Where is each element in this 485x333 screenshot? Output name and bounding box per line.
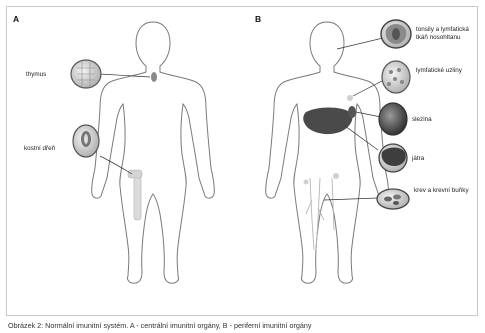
label-tonsily-line1: tonsily a lymfatická	[416, 26, 469, 33]
human-figure-a	[92, 22, 215, 283]
label-thymus: thymus	[26, 71, 46, 78]
spleen-organ	[348, 106, 356, 118]
figure-caption: Obrázek 2: Normální imunitní systém. A -…	[8, 321, 478, 330]
label-krev: krev a krevní buňky	[414, 187, 469, 194]
bone-marrow-magnifier	[73, 125, 99, 157]
blood-magnifier	[377, 189, 409, 209]
lymph-nodes-magnifier	[382, 61, 410, 93]
panel-label-a: A	[13, 14, 19, 24]
label-tonsily-line2: tkáň nosohltanu	[416, 34, 461, 41]
tonsils-magnifier	[381, 20, 411, 48]
label-kostni-dren: kostní dřeň	[24, 145, 56, 152]
thymus-magnifier	[71, 60, 101, 88]
liver-magnifier	[379, 144, 407, 172]
human-figure-b	[266, 22, 389, 283]
thymus-organ	[151, 72, 157, 82]
label-slezina: slezina	[412, 116, 432, 123]
label-lymfaticke-uzliny: lymfatické uzliny	[416, 67, 463, 74]
spleen-magnifier	[379, 103, 407, 135]
label-jatra: játra	[411, 155, 425, 162]
panel-label-b: B	[255, 14, 261, 24]
